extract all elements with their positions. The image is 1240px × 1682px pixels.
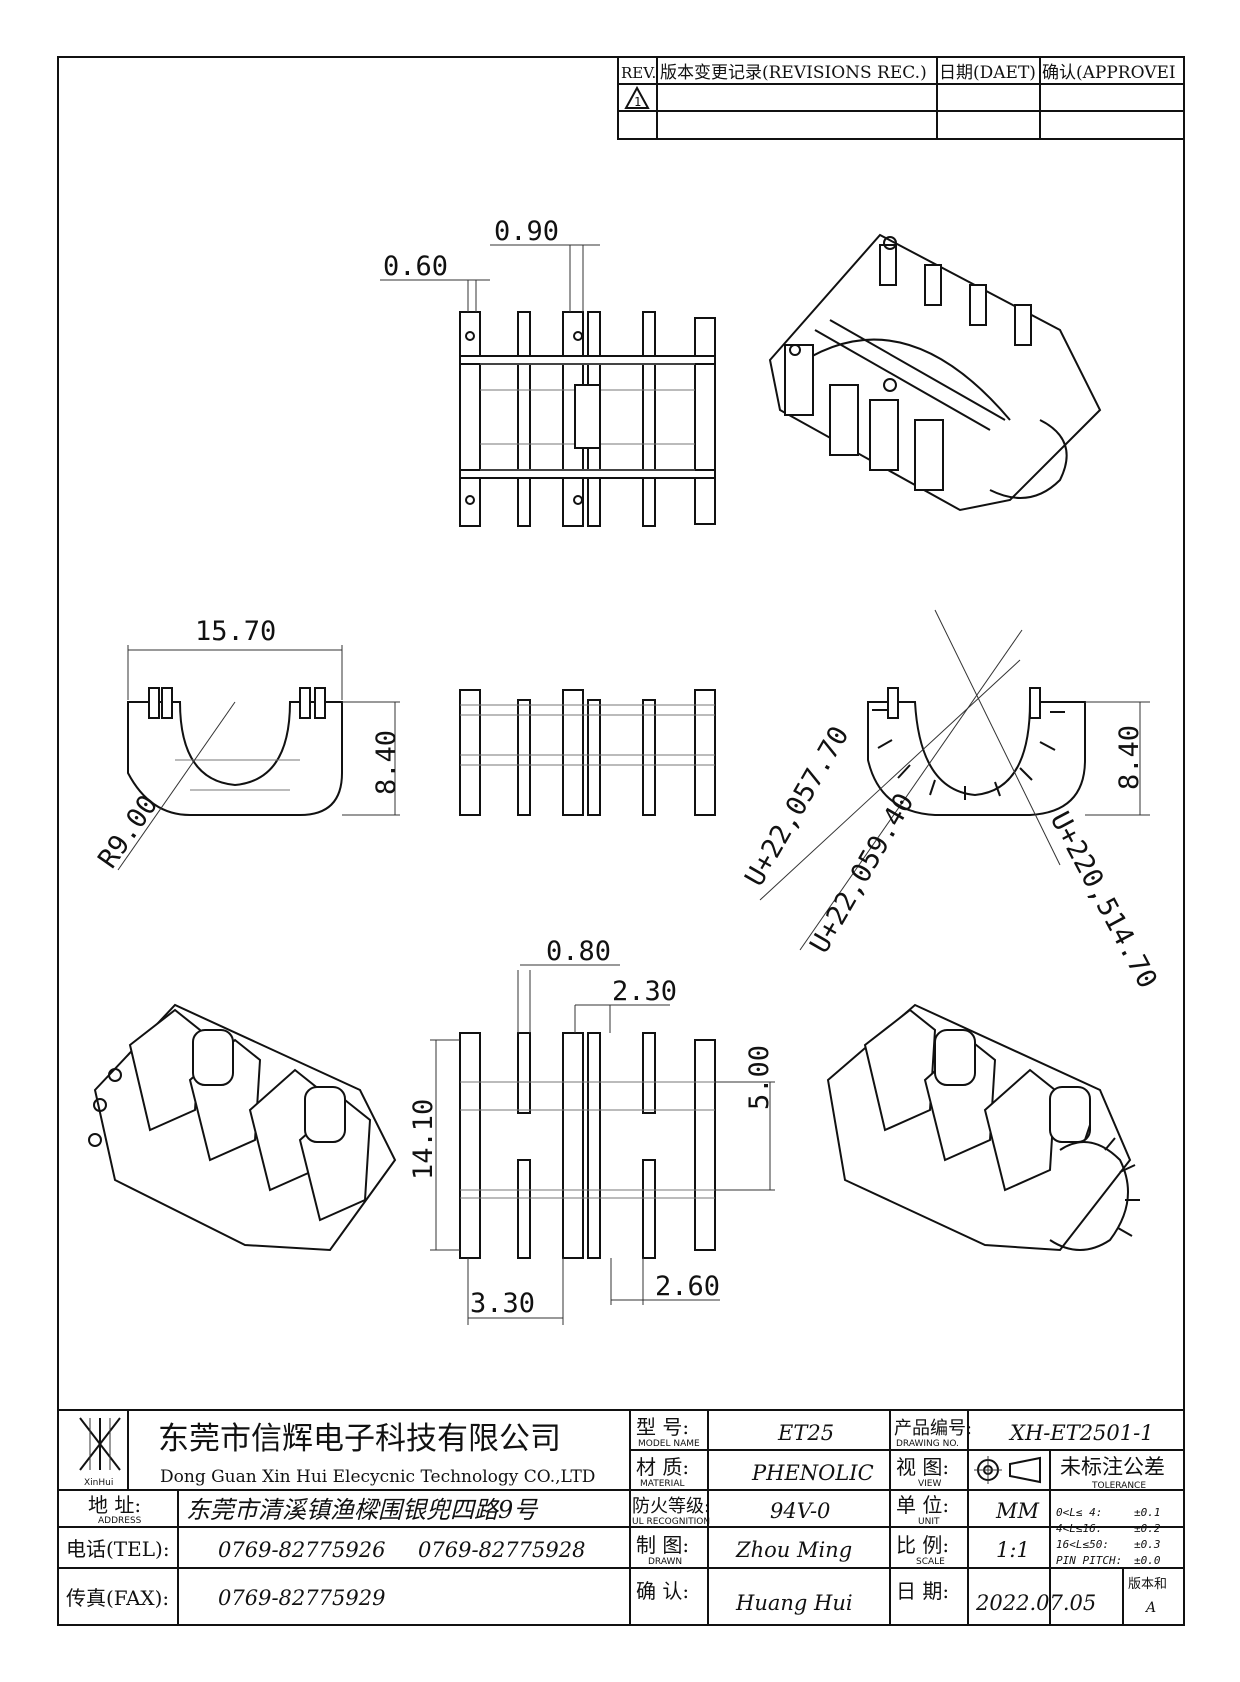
tolerance-title: 未标注公差 bbox=[1060, 1455, 1165, 1479]
title-block: XinHui 东莞市信辉电子科技有限公司 Dong Guan Xin Hui E… bbox=[57, 1409, 1185, 1626]
isometric-view-right bbox=[826, 1003, 1140, 1252]
end-view: 8.40 U+22,057.70 U+22,059.40 U+220,514.7… bbox=[739, 609, 1163, 994]
tol-range-3: PIN PITCH: bbox=[1056, 1554, 1122, 1567]
dim-bottom-0-80: 0.80 bbox=[546, 936, 611, 967]
isometric-view-left bbox=[88, 1003, 397, 1252]
ul-label: 防火等级: bbox=[632, 1496, 710, 1517]
checked-value: Huang Hui bbox=[735, 1591, 853, 1615]
drawn-value: Zhou Ming bbox=[735, 1538, 852, 1562]
company-name-cn: 东莞市信辉电子科技有限公司 bbox=[158, 1421, 561, 1457]
side-view: 15.70 8.40 R9.00 bbox=[92, 616, 402, 874]
unit-label: 单 位: bbox=[896, 1493, 949, 1517]
drawn-label-en: DRAWN bbox=[648, 1557, 682, 1567]
material-value: PHENOLIC bbox=[751, 1461, 874, 1485]
model-label-en: MODEL NAME bbox=[638, 1439, 700, 1449]
address-value: 东莞市清溪镇渔樑围银兜四路9号 bbox=[186, 1496, 539, 1524]
tol-range-1: 4<L≤16: bbox=[1056, 1522, 1102, 1535]
rev-header-record: 版本变更记录(REVISIONS REC.) bbox=[660, 63, 927, 83]
dim-bottom-3-30: 3.30 bbox=[470, 1288, 535, 1319]
tel-1: 0769-82775926 bbox=[218, 1538, 385, 1562]
top-view: 0.60 0.90 bbox=[380, 216, 716, 527]
scale-label-en: SCALE bbox=[916, 1557, 945, 1567]
tol-value-3: ±0.0 bbox=[1134, 1554, 1161, 1567]
view-label-en: VIEW bbox=[918, 1479, 941, 1489]
ul-label-en: UL RECOGNITION bbox=[632, 1517, 710, 1527]
date-label: 日 期: bbox=[896, 1579, 949, 1603]
logo-text: XinHui bbox=[84, 1478, 113, 1488]
svg-text:1: 1 bbox=[634, 95, 641, 109]
date-value: 2022.07.05 bbox=[975, 1591, 1096, 1615]
dim-end-height: 8.40 bbox=[1114, 725, 1145, 790]
tel-2: 0769-82775928 bbox=[418, 1538, 585, 1562]
fax-label: 传真(FAX): bbox=[66, 1586, 169, 1610]
unit-label-en: UNIT bbox=[918, 1517, 940, 1527]
version-value: A bbox=[1144, 1600, 1156, 1616]
drawn-label: 制 图: bbox=[636, 1533, 689, 1557]
sheet-border bbox=[57, 56, 1185, 1626]
tol-value-2: ±0.3 bbox=[1134, 1538, 1161, 1551]
scale-label: 比 例: bbox=[896, 1533, 949, 1557]
projection-symbol-icon bbox=[974, 1456, 1041, 1484]
tolerance-table: 0<L≤ 4: ±0.1 4<L≤16: ±0.2 16<L≤50: ±0.3 … bbox=[1056, 1506, 1161, 1567]
drawing-no-label: 产品编号: bbox=[894, 1418, 972, 1439]
tel-label: 电话(TEL): bbox=[66, 1537, 170, 1561]
dim-top-0-90: 0.90 bbox=[494, 216, 559, 247]
address-label: 地 址: bbox=[88, 1493, 141, 1517]
tol-range-0: 0<L≤ 4: bbox=[1056, 1506, 1102, 1519]
company-logo: XinHui bbox=[79, 1417, 121, 1488]
tol-value-0: ±0.1 bbox=[1134, 1506, 1161, 1519]
fax-value: 0769-82775929 bbox=[218, 1586, 385, 1610]
checked-label: 确 认: bbox=[636, 1579, 689, 1603]
dim-side-width: 15.70 bbox=[195, 616, 276, 647]
dim-end-u3: U+220,514.70 bbox=[1044, 807, 1163, 994]
tol-range-2: 16<L≤50: bbox=[1056, 1538, 1109, 1551]
view-label: 视 图: bbox=[896, 1455, 949, 1479]
ul-value: 94V-0 bbox=[770, 1499, 830, 1523]
material-label: 材 质: bbox=[636, 1455, 689, 1479]
rev-header-approve: 确认(APPROVEI bbox=[1042, 63, 1176, 83]
dim-end-u2: U+22,059.40 bbox=[804, 788, 920, 958]
bottom-view: 0.80 2.30 5.00 14.10 3.30 2.60 bbox=[408, 936, 775, 1325]
dim-bottom-2-30: 2.30 bbox=[612, 976, 677, 1007]
drawing-no-label-en: DRAWING NO. bbox=[896, 1439, 959, 1449]
model-label: 型 号: bbox=[636, 1415, 689, 1439]
revision-table: REV. 版本变更记录(REVISIONS REC.) 日期(DAET) 确认(… bbox=[617, 56, 1185, 140]
isometric-view-top bbox=[768, 233, 1102, 512]
drawing-no-value: XH-ET2501-1 bbox=[1008, 1421, 1154, 1445]
rev-header-rev: REV. bbox=[621, 64, 656, 82]
tolerance-en: TOLERANCE bbox=[1091, 1481, 1146, 1491]
unit-value: MM bbox=[995, 1499, 1040, 1523]
dim-bottom-2-60: 2.60 bbox=[655, 1271, 720, 1302]
revision-triangle-icon: 1 bbox=[624, 85, 650, 109]
front-view bbox=[459, 689, 716, 816]
dim-bottom-5-00: 5.00 bbox=[744, 1045, 775, 1110]
version-label: 版本和 bbox=[1128, 1577, 1167, 1592]
rev-header-date: 日期(DAET) bbox=[939, 63, 1036, 83]
company-name-en: Dong Guan Xin Hui Elecycnic Technology C… bbox=[160, 1467, 595, 1487]
tol-value-1: ±0.2 bbox=[1134, 1522, 1161, 1535]
address-label-en: ADDRESS bbox=[98, 1516, 142, 1526]
material-label-en: MATERIAL bbox=[640, 1479, 685, 1489]
model-value: ET25 bbox=[777, 1421, 834, 1445]
scale-value: 1:1 bbox=[996, 1538, 1030, 1562]
dim-bottom-14-10: 14.10 bbox=[408, 1099, 439, 1180]
dim-side-height: 8.40 bbox=[371, 730, 402, 795]
dim-side-radius: R9.00 bbox=[92, 790, 164, 874]
dim-top-0-60: 0.60 bbox=[383, 251, 448, 282]
